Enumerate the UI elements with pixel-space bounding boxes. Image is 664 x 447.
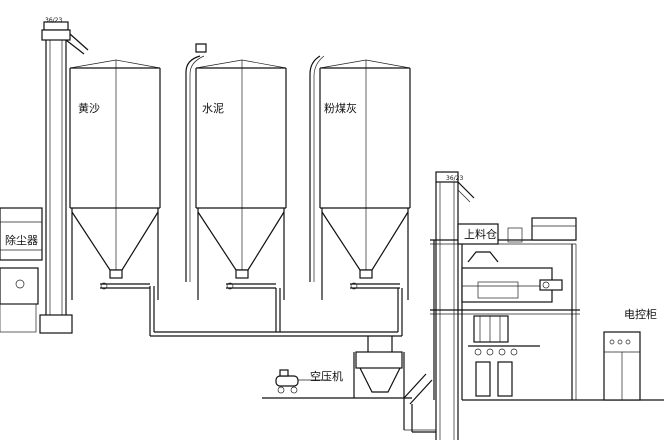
- control-cabinet: 电控柜: [603, 307, 657, 401]
- elevator-left-tag: 36/23: [45, 17, 62, 24]
- right-bucket-elevator: 36/23: [435, 171, 475, 440]
- control-cabinet-label: 电控柜: [624, 307, 657, 321]
- dust-collector-label: 除尘器: [5, 233, 38, 247]
- silo-sand-label: 黄沙: [78, 101, 100, 115]
- silo-flyash: 粉煤灰: [309, 55, 411, 300]
- dust-collector: 除尘器: [0, 207, 43, 333]
- upper-bin-label: 上料仓: [464, 227, 497, 241]
- mixing-tower: 上料仓: [430, 217, 664, 401]
- elevator-right-tag: 36/23: [446, 175, 463, 182]
- air-compressor: 空压机: [262, 369, 346, 399]
- silo-cement: 水泥: [185, 43, 287, 300]
- silo-cement-label: 水泥: [202, 102, 224, 115]
- left-bucket-elevator: 36/23: [39, 17, 89, 334]
- collecting-conveyor: [149, 286, 403, 337]
- air-compressor-label: 空压机: [310, 369, 343, 383]
- weighing-hopper: [346, 336, 412, 399]
- silo-flyash-label: 粉煤灰: [324, 101, 357, 115]
- inclined-conveyor: [403, 373, 436, 433]
- silo-roofs: [69, 59, 411, 69]
- silo-sand: 黄沙: [69, 60, 161, 300]
